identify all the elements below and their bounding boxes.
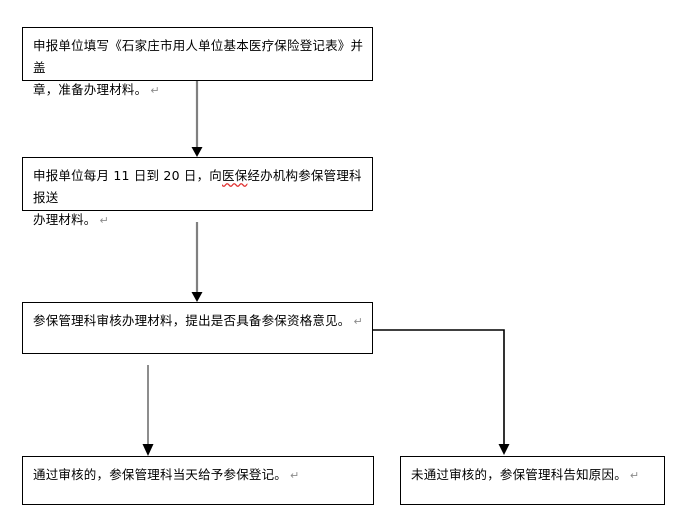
step-3-line-1: 参保管理科审核办理材料，提出是否具备参保资格意见。 [33,313,351,328]
outcome-approved-line-1: 通过审核的，参保管理科当天给予参保登记。 [33,467,288,482]
paragraph-return-icon: ↵ [99,214,109,227]
connector-arrow-step1-step2 [190,81,204,157]
outcome-box-rejected-text: 未通过审核的，参保管理科告知原因。↵ [411,464,658,487]
step-2-line-1-suffix: 经办机构参保管理科报送 [33,168,362,205]
decision-box-step-3[interactable]: 参保管理科审核办理材料，提出是否具备参保资格意见。↵ [22,302,373,354]
process-box-step-2-text: 申报单位每月 11 日到 20 日，向医保经办机构参保管理科报送 办理材料。↵ [33,165,366,232]
arrow-head-icon [191,147,203,157]
paragraph-return-icon: ↵ [150,84,160,97]
process-box-step-1-text: 申报单位填写《石家庄市用人单位基本医疗保险登记表》并盖 章，准备办理材料。↵ [33,35,366,102]
arrow-head-icon [191,292,203,302]
step-2-line-2: 办理材料。 [33,212,97,227]
connector-arrow-step3-approved [141,365,155,457]
decision-box-step-3-text: 参保管理科审核办理材料，提出是否具备参保资格意见。↵ [33,310,366,333]
step-1-line-1: 申报单位填写《石家庄市用人单位基本医疗保险登记表》并盖 [33,38,364,75]
process-box-step-1[interactable]: 申报单位填写《石家庄市用人单位基本医疗保险登记表》并盖 章，准备办理材料。↵ [22,27,373,97]
outcome-box-approved[interactable]: 通过审核的，参保管理科当天给予参保登记。↵ [22,456,374,505]
branch-line [373,329,505,446]
arrow-head-icon [498,444,510,455]
outcome-rejected-line-1: 未通过审核的，参保管理科告知原因。 [411,467,627,482]
step-1-line-2: 章，准备办理材料。 [33,82,148,97]
connector-elbow-step3-rejected [373,324,513,458]
process-box-step-2[interactable]: 申报单位每月 11 日到 20 日，向医保经办机构参保管理科报送 办理材料。↵ [22,157,373,227]
outcome-box-approved-text: 通过审核的，参保管理科当天给予参保登记。↵ [33,464,367,487]
spellcheck-flagged-term: 医保 [222,168,248,183]
arrow-head-icon [142,444,154,456]
paragraph-return-icon: ↵ [353,315,363,328]
paragraph-return-icon: ↵ [290,469,300,482]
step-2-line-1-prefix: 申报单位每月 11 日到 20 日，向 [33,168,223,183]
connector-arrow-step2-step3 [190,222,204,302]
paragraph-return-icon: ↵ [629,469,640,482]
outcome-box-rejected[interactable]: 未通过审核的，参保管理科告知原因。↵ [400,456,665,505]
